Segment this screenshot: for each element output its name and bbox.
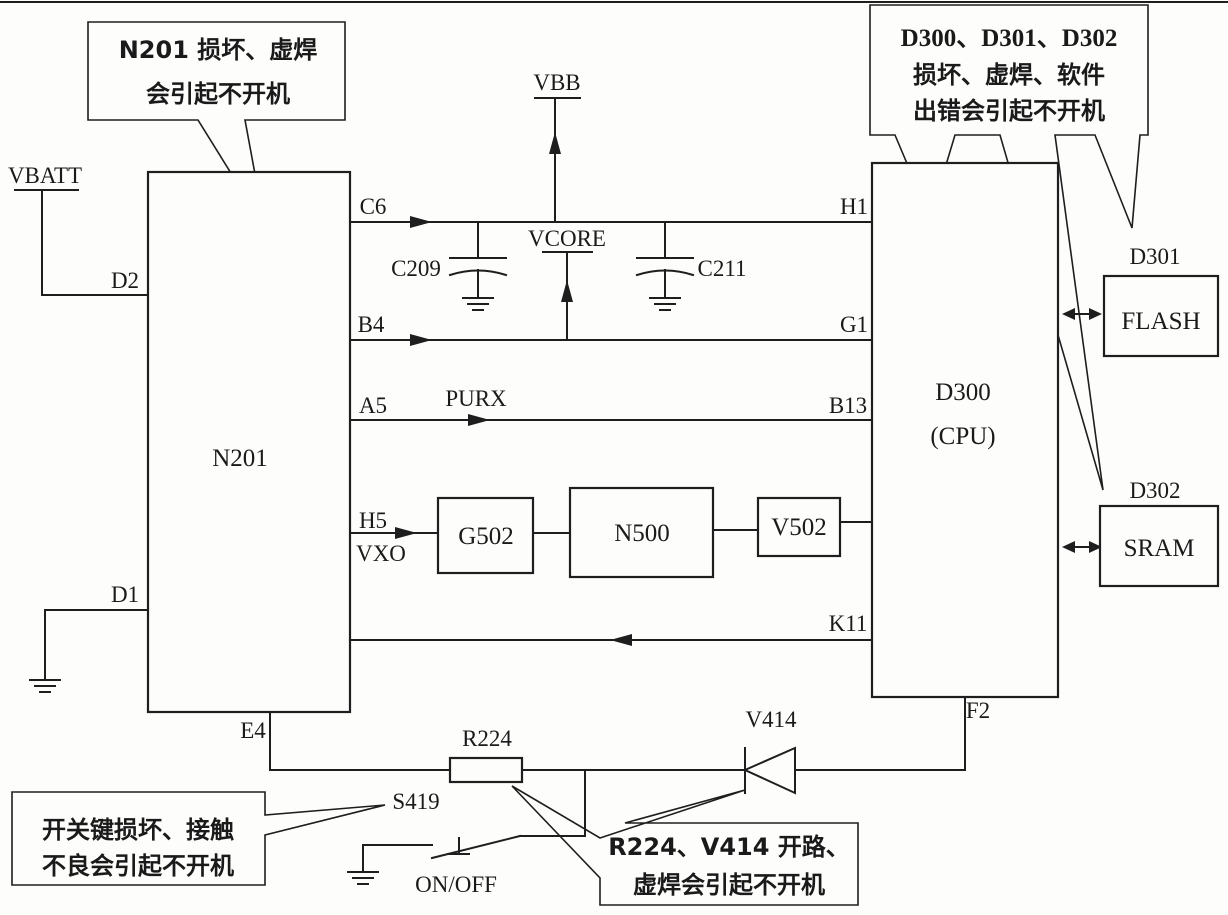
pin-g1: G1 (840, 312, 868, 337)
arrow-vcore-icon (561, 280, 573, 302)
arrow-h5-icon (395, 527, 417, 539)
signal-vxo: VXO (356, 541, 406, 566)
label-v502: V502 (771, 514, 827, 541)
label-s419: S419 (392, 789, 439, 814)
callout-switch: 开关键损坏、接触 不良会引起不开机 (11, 791, 386, 886)
arrow-sram-left-icon (1062, 541, 1075, 553)
callout-r224-outline (511, 785, 859, 906)
pin-d1: D1 (111, 582, 139, 607)
pin-d2: D2 (111, 268, 139, 293)
pin-e4: E4 (240, 718, 266, 743)
label-vcore: VCORE (528, 226, 606, 251)
callout-d300-outline (869, 4, 1149, 491)
wire-vbatt-d2 (41, 189, 149, 296)
diode-triangle-icon (742, 746, 796, 795)
label-d302: D302 (1129, 478, 1180, 503)
callout-d300-line-1: D300、D301、D302 (901, 25, 1118, 52)
capacitor-c209 (448, 221, 508, 311)
block-d300 (870, 161, 1060, 699)
wire-switch-top (519, 769, 586, 837)
pin-b13: B13 (829, 393, 867, 418)
capacitor-c211 (635, 221, 695, 311)
ground-icon (462, 297, 494, 311)
block-n201 (146, 170, 352, 714)
arrowheads (395, 132, 1102, 646)
wire-v414-f2 (794, 696, 966, 771)
arrow-flash-right-icon (1089, 308, 1102, 320)
wires (14, 97, 1099, 873)
pin-h5: H5 (359, 508, 387, 533)
pin-a5: A5 (359, 393, 387, 418)
label-v414: V414 (745, 707, 797, 732)
pushbutton-icon (447, 837, 470, 855)
wire-e4-r224 (269, 711, 451, 771)
label-onoff: ON/OFF (415, 872, 497, 897)
label-vbatt: VBATT (8, 163, 82, 188)
label-n201: N201 (212, 445, 268, 472)
block-g502 (436, 496, 535, 575)
callout-n201: N201 损坏、虚焊 会引起不开机 (87, 21, 346, 229)
pin-c6: C6 (360, 194, 387, 219)
block-v502 (756, 496, 842, 558)
callout-switch-line-2: 不良会引起不开机 (42, 852, 234, 880)
label-flash: FLASH (1121, 308, 1200, 335)
label-n500: N500 (614, 520, 670, 547)
callout-r224: R224、V414 开路、 虚焊会引起不开机 (511, 785, 859, 906)
wire-switch-ground (362, 844, 433, 873)
pin-k11: K11 (829, 611, 868, 636)
wire-d1-ground (44, 609, 149, 681)
resistor-r224 (448, 756, 524, 784)
arrow-flash-left-icon (1062, 308, 1075, 320)
label-r224: R224 (462, 726, 512, 751)
block-n500 (568, 486, 715, 579)
label-d300-sub: (CPU) (930, 423, 995, 450)
label-sram: SRAM (1124, 535, 1195, 562)
pin-b4: B4 (358, 312, 385, 337)
callout-d300-line-2: 损坏、虚焊、软件 (913, 61, 1105, 89)
block-sram (1098, 504, 1220, 588)
ground-icon (29, 679, 61, 693)
callout-switch-outline (11, 791, 386, 886)
callout-n201-line-2: 会引起不开机 (146, 80, 290, 108)
block-flash (1102, 274, 1220, 358)
label-g502: G502 (458, 523, 514, 550)
switch-blade (430, 834, 522, 860)
label-c211: C211 (698, 256, 747, 281)
callout-d300-line-3: 出错会引起不开机 (913, 97, 1105, 125)
label-d300: D300 (935, 379, 991, 406)
callout-d300: D300、D301、D302 损坏、虚焊、软件 出错会引起不开机 (869, 4, 1149, 491)
arrow-sram-right-icon (1089, 541, 1102, 553)
callout-r224-line-2: 虚焊会引起不开机 (633, 871, 825, 899)
signal-purx: PURX (445, 386, 507, 411)
callout-r224-line-1: R224、V414 开路、 (608, 833, 850, 861)
pin-h1: H1 (840, 194, 868, 219)
arrow-k11-icon (610, 634, 632, 646)
label-vbb: VBB (533, 70, 580, 95)
label-c209: C209 (391, 256, 441, 281)
ground-icon (649, 297, 681, 311)
arrow-vbb-icon (549, 132, 561, 154)
diode-v414 (742, 746, 796, 795)
arrow-b4-icon (410, 334, 432, 346)
label-d301: D301 (1129, 244, 1180, 269)
callout-n201-line-1: N201 损坏、虚焊 (119, 36, 318, 64)
pin-f2: F2 (966, 698, 990, 723)
arrow-c6-icon (410, 216, 432, 228)
ground-icon (347, 871, 379, 885)
callout-switch-line-1: 开关键损坏、接触 (42, 816, 234, 844)
arrow-purx-icon (468, 414, 490, 426)
